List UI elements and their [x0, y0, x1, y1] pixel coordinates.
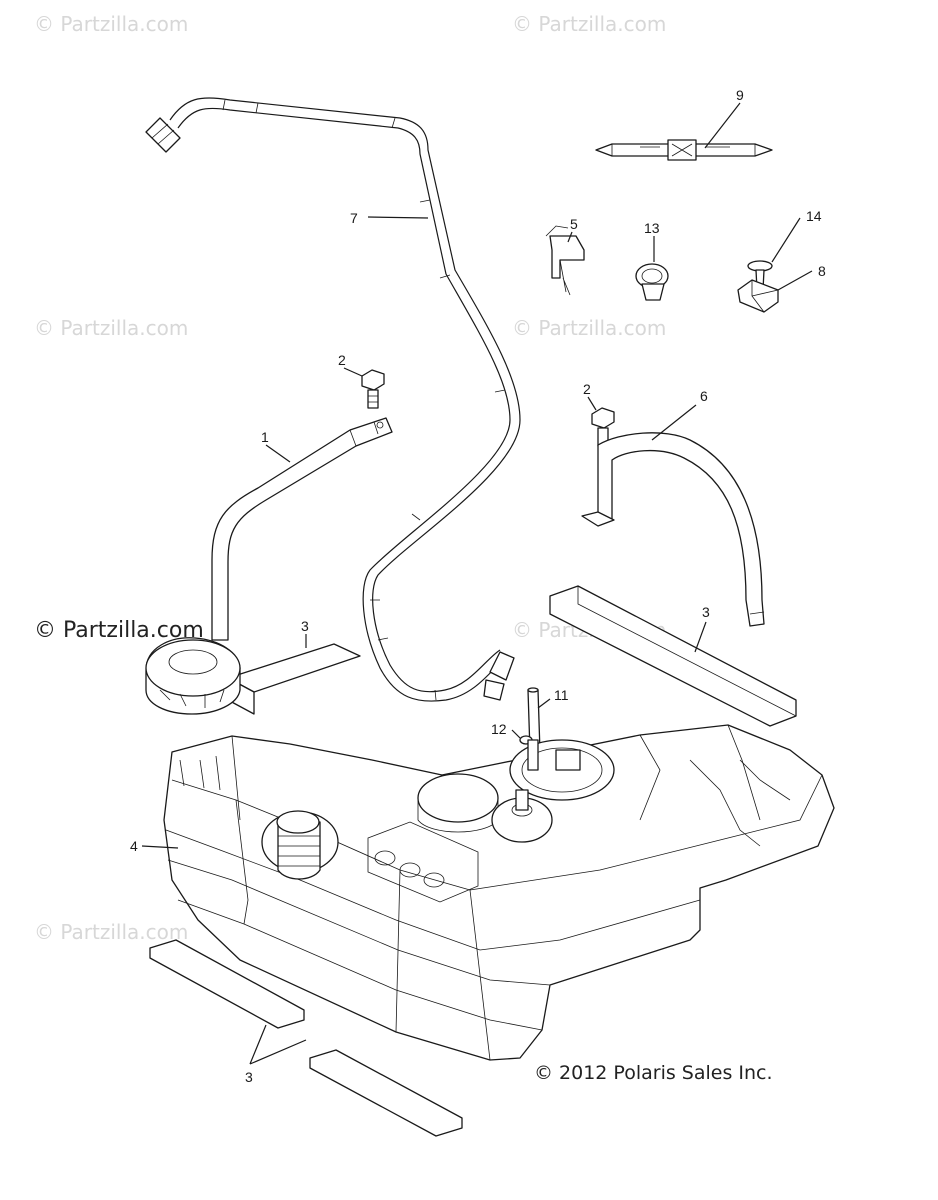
callout-3-right[interactable]: 3: [702, 604, 710, 620]
hose-clamp-part-13[interactable]: [635, 263, 669, 301]
callout-11[interactable]: 11: [554, 687, 569, 703]
callout-3-bottom[interactable]: 3: [245, 1069, 253, 1085]
cable-tie-part-9[interactable]: [595, 139, 773, 161]
strap-part-6[interactable]: [581, 432, 765, 627]
watermark: © Partzilla.com: [512, 316, 667, 340]
callout-7[interactable]: 7: [350, 210, 358, 226]
callout-14[interactable]: 14: [806, 208, 822, 224]
pad-part-3-b[interactable]: [549, 585, 797, 727]
callout-labels: 9 7 5 13 14 8 2 2 6 1 3 3 11 12 4 3: [130, 87, 826, 1085]
bolt-part-2-left[interactable]: [361, 369, 385, 409]
callout-5[interactable]: 5: [570, 216, 578, 232]
callout-6[interactable]: 6: [700, 388, 708, 404]
callout-2-right[interactable]: 2: [583, 381, 591, 397]
callout-3-left[interactable]: 3: [301, 618, 309, 634]
callout-2-left[interactable]: 2: [338, 352, 346, 368]
fuel-cap[interactable]: [145, 637, 241, 715]
clip-part-5[interactable]: [545, 225, 585, 296]
callout-4[interactable]: 4: [130, 838, 138, 854]
watermark: © Partzilla.com: [34, 12, 189, 36]
clip-part-8[interactable]: [737, 279, 779, 313]
copyright-notice: © 2012 Polaris Sales Inc.: [534, 1062, 773, 1084]
pad-part-3-c[interactable]: [149, 939, 305, 1029]
watermark: © Partzilla.com: [34, 920, 189, 944]
watermark: © Partzilla.com: [512, 12, 667, 36]
pad-part-3-a[interactable]: [227, 643, 361, 715]
callout-8[interactable]: 8: [818, 263, 826, 279]
watermark: © Partzilla.com: [34, 316, 189, 340]
vent-hose-part-7[interactable]: [145, 97, 521, 702]
callout-13[interactable]: 13: [644, 220, 660, 236]
leader-lines: [141, 102, 813, 1065]
callout-1[interactable]: 1: [261, 429, 269, 445]
fuel-tank-part-4[interactable]: [163, 724, 835, 1061]
strap-part-1[interactable]: [211, 417, 393, 641]
callout-12[interactable]: 12: [491, 721, 507, 737]
callout-9[interactable]: 9: [736, 87, 744, 103]
pad-part-3-d[interactable]: [309, 1049, 463, 1137]
